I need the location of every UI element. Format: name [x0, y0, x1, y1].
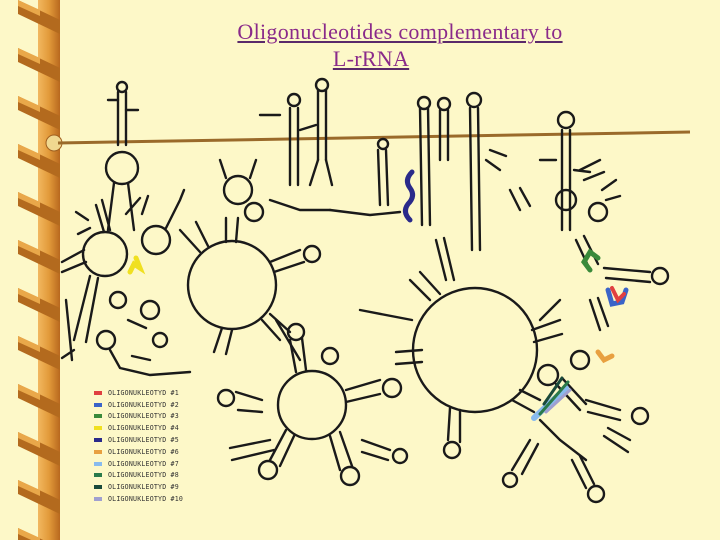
oligo-9-highlight — [542, 376, 564, 406]
legend-swatch — [94, 402, 102, 407]
bar-chevron-highlight — [18, 0, 40, 16]
legend-swatch — [94, 390, 102, 395]
legend-swatch — [94, 473, 102, 478]
legend-item: OLIGONUKLEOTYD #8 — [94, 470, 204, 482]
legend-label: OLIGONUKLEOTYD #3 — [108, 412, 179, 421]
legend-item: OLIGONUKLEOTYD #3 — [94, 411, 204, 423]
bar-chevron-highlight — [18, 192, 40, 208]
legend-swatch — [94, 485, 102, 490]
stem — [116, 90, 128, 147]
legend-label: OLIGONUKLEOTYD #5 — [108, 436, 179, 445]
title-line-2: L-rRNA — [332, 46, 410, 71]
bar-chevron-highlight — [18, 528, 40, 540]
legend-item: OLIGONUKLEOTYD #6 — [94, 446, 204, 458]
legend-swatch — [94, 497, 102, 502]
bar-chevron-highlight — [18, 96, 40, 112]
oligo-highlights — [127, 169, 629, 421]
legend-label: OLIGONUKLEOTYD #7 — [108, 459, 179, 468]
bar-chevron-highlight — [18, 432, 40, 448]
bar-chevron-highlight — [18, 336, 40, 352]
legend-item: OLIGONUKLEOTYD #10 — [94, 493, 204, 505]
oligo-3-highlight — [580, 248, 601, 273]
oligo-5-highlight — [402, 169, 416, 223]
bar-chevron-highlight — [18, 384, 40, 400]
bar-chevron-highlight — [18, 240, 40, 256]
legend-label: OLIGONUKLEOTYD #8 — [108, 471, 179, 480]
legend: OLIGONUKLEOTYD #1 OLIGONUKLEOTYD #2 OLIGON… — [94, 387, 204, 505]
loop — [81, 230, 129, 278]
oligo-4-highlight — [127, 255, 146, 275]
bar-chevron-highlight — [18, 480, 40, 496]
decorative-left-bar — [18, 0, 63, 540]
legend-swatch — [94, 449, 102, 454]
oligo-8-highlight — [538, 380, 570, 416]
oligo-10-highlight — [544, 388, 572, 414]
oligo-6-highlight — [595, 349, 615, 364]
legend-swatch — [94, 426, 102, 431]
title-line-1: Oligonucleotides complementary to — [237, 19, 563, 44]
legend-item: OLIGONUKLEOTYD #2 — [94, 399, 204, 411]
legend-swatch — [94, 461, 102, 466]
slide-title: Oligonucleotides complementary to L-rRNA — [150, 18, 670, 72]
loop — [186, 239, 278, 331]
loop — [411, 286, 539, 414]
legend-item: OLIGONUKLEOTYD #7 — [94, 458, 204, 470]
legend-label: OLIGONUKLEOTYD #10 — [108, 495, 184, 504]
bar-chevron-highlight — [18, 288, 40, 304]
legend-swatch — [94, 414, 102, 419]
loop — [222, 174, 254, 206]
bar-chevron-highlight — [18, 48, 40, 64]
legend-item: OLIGONUKLEOTYD #5 — [94, 434, 204, 446]
oligo-1-highlight — [610, 286, 626, 304]
legend-label: OLIGONUKLEOTYD #1 — [108, 388, 179, 397]
loop — [140, 224, 172, 256]
legend-label: OLIGONUKLEOTYD #2 — [108, 400, 179, 409]
loop — [276, 369, 348, 441]
legend-swatch — [94, 438, 102, 443]
legend-label: OLIGONUKLEOTYD #6 — [108, 447, 179, 456]
legend-item: OLIGONUKLEOTYD #1 — [94, 387, 204, 399]
bar-chevron-highlight — [18, 144, 40, 160]
legend-item: OLIGONUKLEOTYD #9 — [94, 481, 204, 493]
horizontal-rule — [57, 130, 691, 145]
legend-label: OLIGONUKLEOTYD #4 — [108, 424, 179, 433]
legend-item: OLIGONUKLEOTYD #4 — [94, 422, 204, 434]
legend-label: OLIGONUKLEOTYD #9 — [108, 483, 179, 492]
loop — [104, 150, 140, 186]
